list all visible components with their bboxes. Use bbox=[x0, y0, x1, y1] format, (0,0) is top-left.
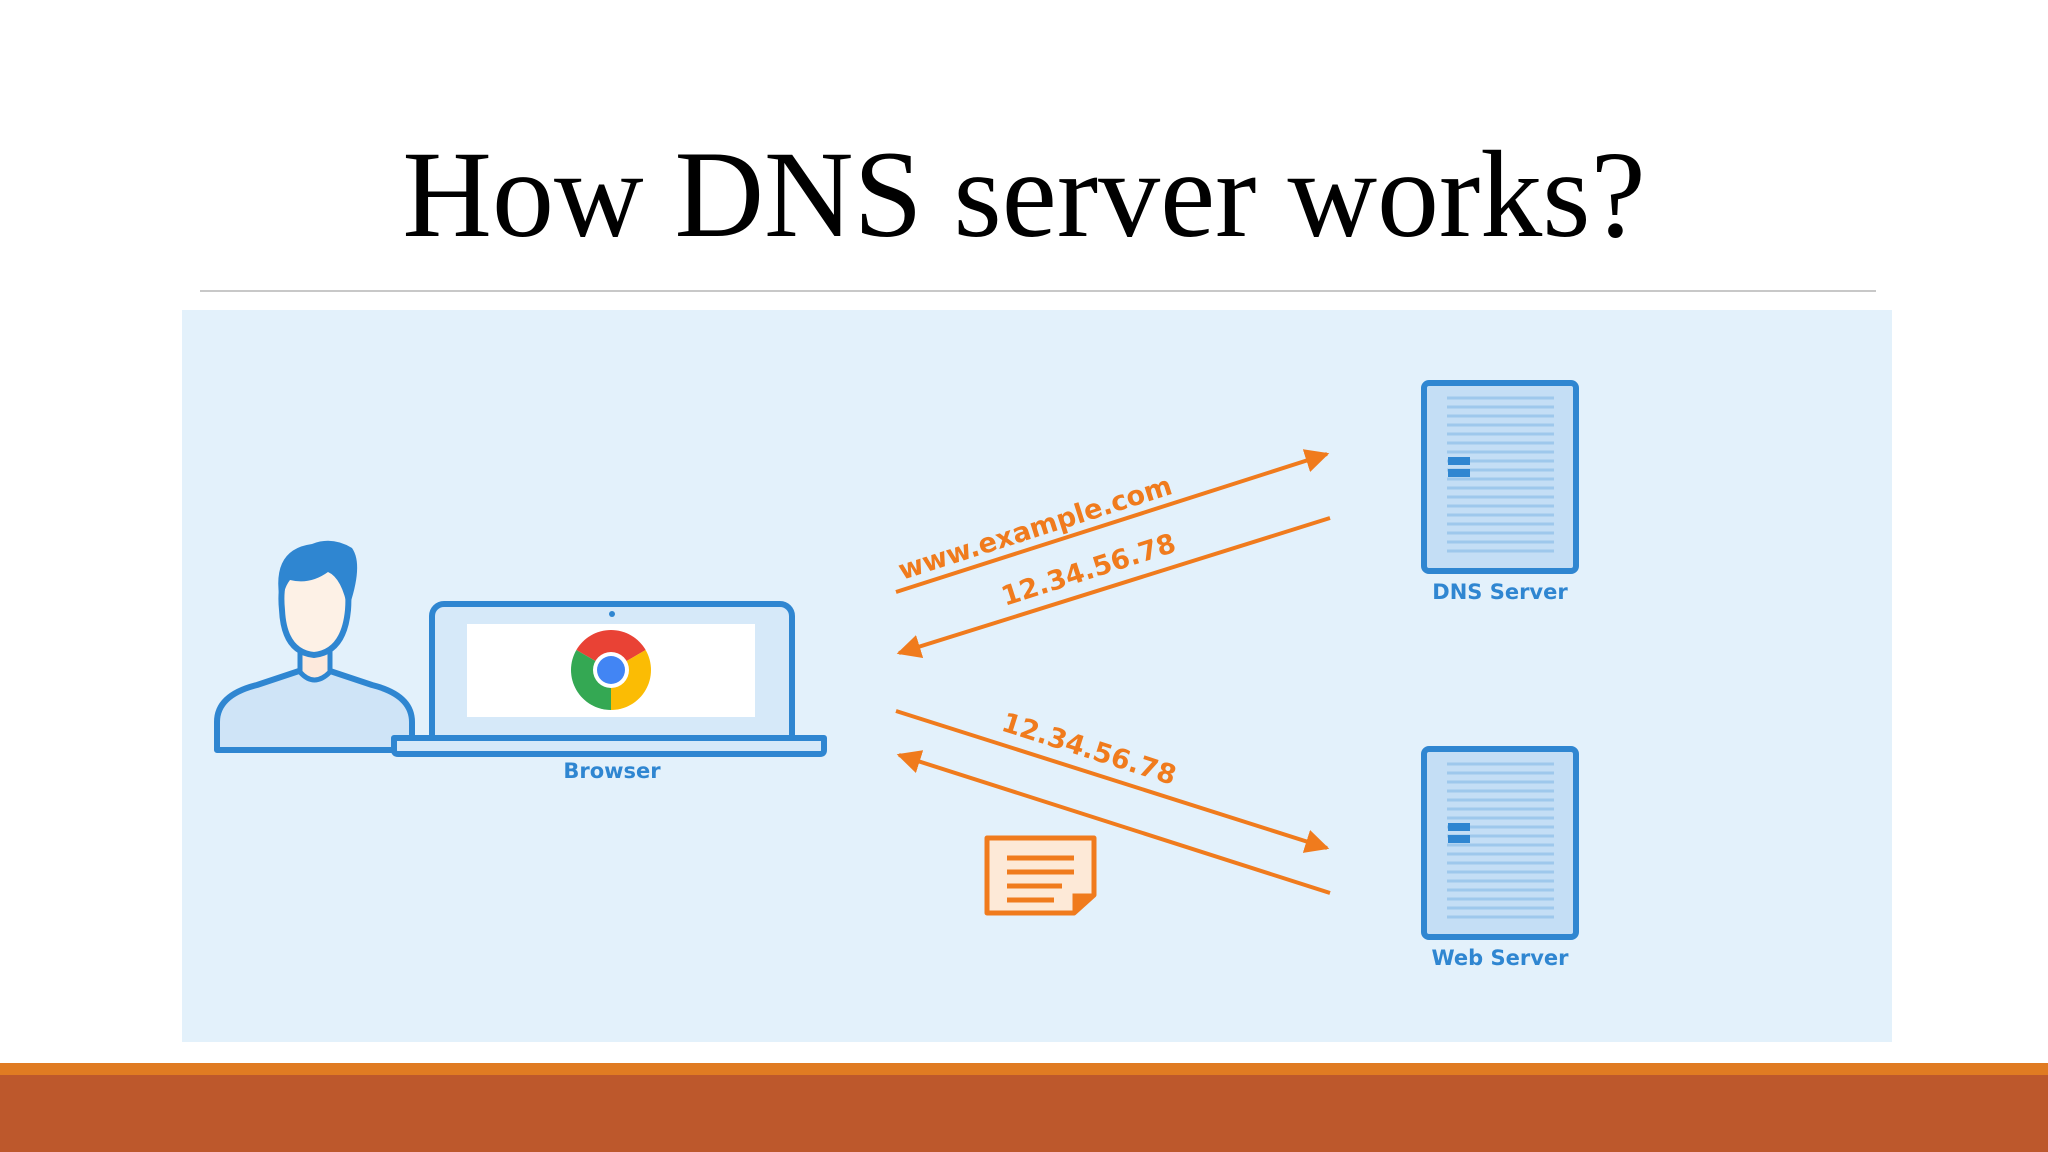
browser-label: Browser bbox=[563, 759, 661, 783]
web-request-arrow bbox=[895, 709, 1330, 853]
dns-response-arrow bbox=[896, 516, 1331, 658]
chrome-icon bbox=[571, 630, 651, 710]
web-server-label: Web Server bbox=[1431, 946, 1569, 970]
web-request-ip-label: 12.34.56.78 bbox=[998, 707, 1180, 792]
title-divider bbox=[200, 290, 1876, 292]
footer-band bbox=[0, 1075, 2048, 1152]
dns-server-icon bbox=[1421, 380, 1579, 574]
dns-diagram: Browser DNS Server bbox=[182, 310, 1892, 1042]
slide-title: How DNS server works? bbox=[402, 126, 1646, 263]
dns-server-label: DNS Server bbox=[1432, 580, 1568, 604]
dns-request-arrow bbox=[895, 449, 1330, 594]
user-icon bbox=[214, 540, 415, 753]
web-response-arrow bbox=[896, 750, 1331, 895]
footer-accent-line bbox=[0, 1063, 2048, 1075]
web-server-icon bbox=[1421, 746, 1579, 940]
document-icon bbox=[984, 835, 1097, 916]
